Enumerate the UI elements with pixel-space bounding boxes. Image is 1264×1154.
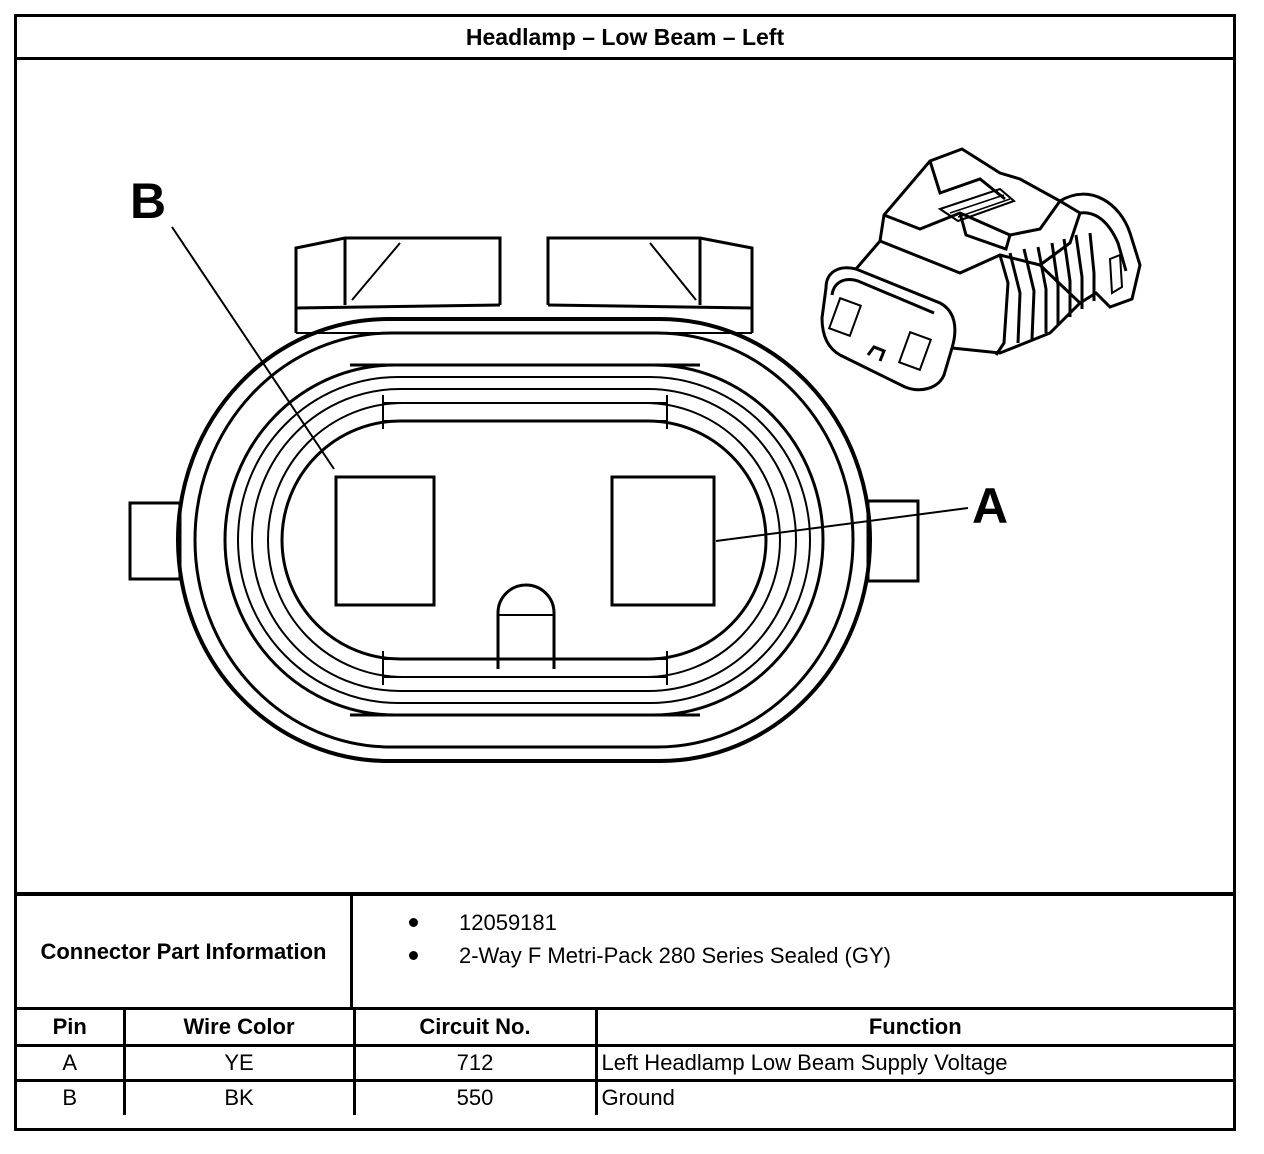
- cavity-b: [334, 475, 436, 607]
- cavity-opening: [280, 419, 768, 661]
- bullet-icon: [409, 918, 418, 927]
- circuit-cell: 550: [352, 1078, 598, 1115]
- table-row: A YE 712 Left Headlamp Low Beam Supply V…: [17, 1043, 1233, 1082]
- header-circuit-no: Circuit No.: [352, 1010, 598, 1047]
- left-side-tab: [128, 501, 182, 581]
- page-title: Headlamp – Low Beam – Left: [17, 17, 1233, 60]
- part-number: 12059181: [459, 910, 557, 935]
- part-info-label: Connector Part Information: [17, 896, 353, 1007]
- connector-sheet: Headlamp – Low Beam – Left: [14, 14, 1236, 1131]
- outer-shell: [176, 317, 872, 763]
- wire-color-cell: YE: [122, 1043, 356, 1082]
- function-cell: Left Headlamp Low Beam Supply Voltage: [594, 1043, 1233, 1082]
- pin-cell: B: [17, 1078, 126, 1115]
- right-side-tab: [866, 499, 920, 583]
- left-latch-block: [294, 236, 502, 310]
- function-cell: Ground: [594, 1078, 1233, 1115]
- leader-b: [171, 226, 335, 470]
- table-row: B BK 550 Ground: [17, 1078, 1233, 1115]
- circuit-cell: 712: [352, 1043, 598, 1082]
- leader-a: [715, 507, 969, 542]
- part-info-item: 2-Way F Metri-Pack 280 Series Sealed (GY…: [353, 939, 1233, 972]
- connector-body-illustration: [820, 147, 1142, 392]
- part-info-item: 12059181: [353, 906, 1233, 939]
- polarizing-key: [496, 583, 556, 669]
- header-pin: Pin: [17, 1010, 126, 1047]
- header-function: Function: [594, 1010, 1233, 1047]
- pin-table: Pin Wire Color Circuit No. Function A YE…: [17, 1010, 1233, 1115]
- pin-table-header: Pin Wire Color Circuit No. Function: [17, 1010, 1233, 1047]
- connector-face-drawing: B A: [128, 147, 1142, 763]
- cavity-a: [610, 475, 716, 607]
- part-info-list: 12059181 2-Way F Metri-Pack 280 Series S…: [353, 896, 1233, 1017]
- connector-description: 2-Way F Metri-Pack 280 Series Sealed (GY…: [459, 943, 891, 968]
- callout-b-label: B: [130, 173, 166, 229]
- callout-a-label: A: [972, 478, 1008, 534]
- wire-color-cell: BK: [122, 1078, 356, 1115]
- header-wire-color: Wire Color: [122, 1010, 356, 1047]
- connector-part-information: Connector Part Information 12059181 2-Wa…: [17, 892, 1233, 1010]
- pin-cell: A: [17, 1043, 126, 1082]
- bullet-icon: [409, 951, 418, 960]
- connector-diagram: B A: [17, 60, 1233, 892]
- right-latch-block: [546, 236, 754, 310]
